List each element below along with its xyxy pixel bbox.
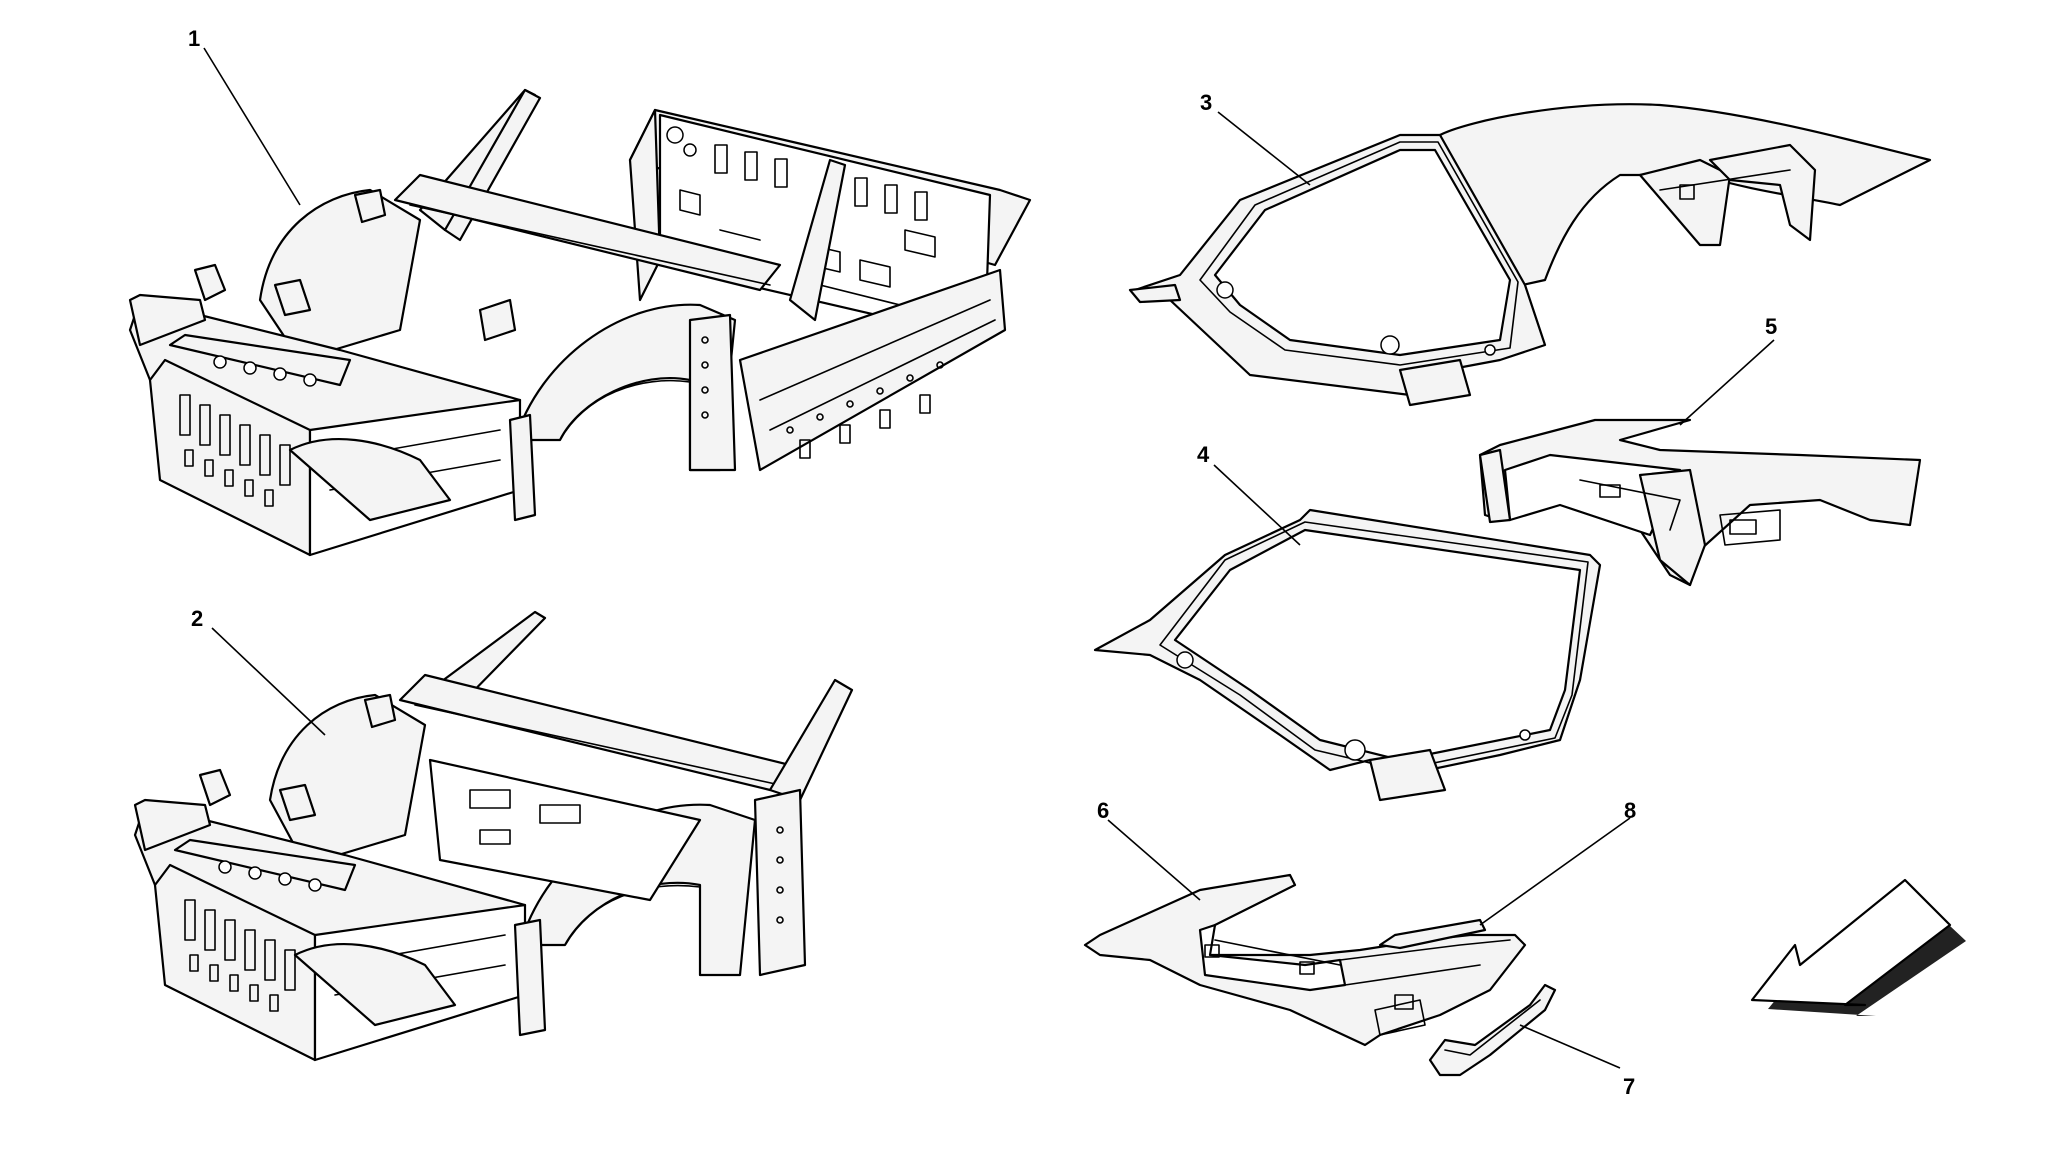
- callout-3: 3: [1200, 90, 1311, 186]
- callout-number: 8: [1624, 798, 1636, 823]
- roof-windscreen-frame-icon[interactable]: [1128, 103, 1932, 407]
- callout-5: 5: [1679, 314, 1777, 426]
- callout-7: 7: [1519, 1024, 1635, 1099]
- callout-4: 4: [1197, 442, 1301, 546]
- callout-1: 1: [188, 26, 301, 206]
- callout-8: 8: [1479, 798, 1636, 926]
- rear-cross-member-icon[interactable]: [1083, 873, 1527, 1047]
- callout-number: 6: [1097, 798, 1109, 823]
- callout-number: 1: [188, 26, 200, 51]
- callout-number: 4: [1197, 442, 1210, 467]
- front-direction-arrow-icon: [1750, 878, 1966, 1016]
- small-bracket-icon[interactable]: [1428, 983, 1557, 1077]
- windscreen-frame-icon[interactable]: [1093, 508, 1602, 802]
- callout-number: 2: [191, 606, 203, 631]
- callout-number: 7: [1623, 1074, 1635, 1099]
- callout-2: 2: [191, 606, 326, 736]
- front-body-section-icon[interactable]: [133, 610, 854, 1062]
- complete-body-shell-icon[interactable]: [128, 88, 1032, 557]
- callout-number: 5: [1765, 314, 1777, 339]
- callout-number: 3: [1200, 90, 1212, 115]
- rear-roof-panel-icon[interactable]: [1478, 418, 1922, 587]
- callout-6: 6: [1097, 798, 1201, 901]
- trim-strip-icon[interactable]: [1378, 918, 1487, 950]
